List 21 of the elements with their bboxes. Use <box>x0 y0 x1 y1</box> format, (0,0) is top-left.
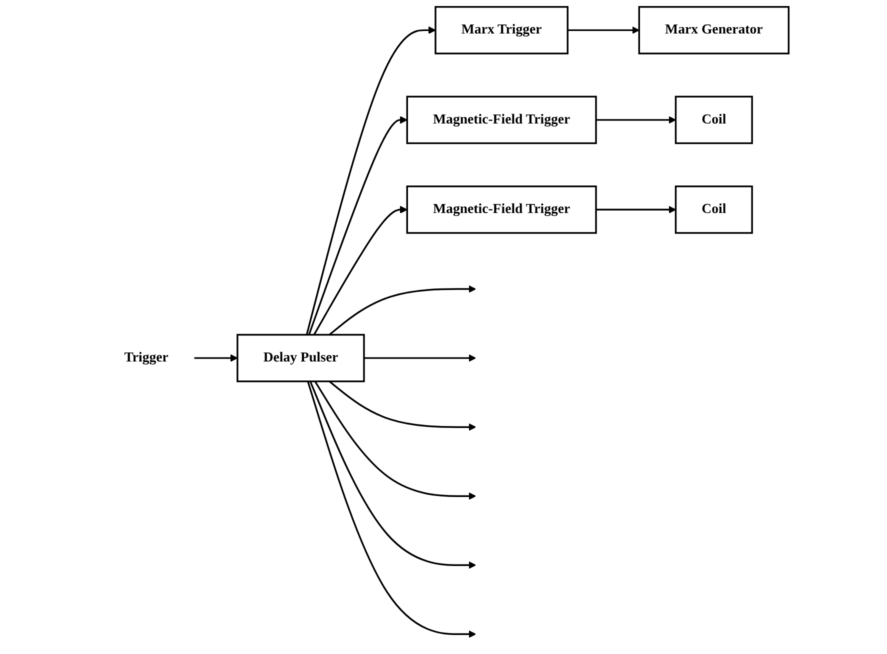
arrow <box>596 116 676 124</box>
block-box: Marx Generator <box>638 6 790 54</box>
block-box: Marx Trigger <box>434 6 568 54</box>
arrow <box>307 381 476 638</box>
signal-label: Trigger <box>124 350 168 365</box>
arrow <box>308 116 408 336</box>
block-box: Magnetic-Field Trigger <box>406 186 597 234</box>
arrow <box>194 354 238 362</box>
arrow <box>596 206 676 214</box>
block-box: Magnetic-Field Trigger <box>406 96 597 144</box>
arrow <box>328 380 476 431</box>
block-box: Delay Pulser <box>236 334 365 382</box>
arrow <box>364 354 476 362</box>
arrow <box>568 26 640 34</box>
block-box: Coil <box>674 186 753 234</box>
arrow <box>313 206 408 336</box>
block-box: Coil <box>674 96 753 144</box>
arrow <box>306 26 436 335</box>
arrow <box>309 381 476 569</box>
arrow <box>328 285 476 336</box>
arrow <box>314 380 476 500</box>
